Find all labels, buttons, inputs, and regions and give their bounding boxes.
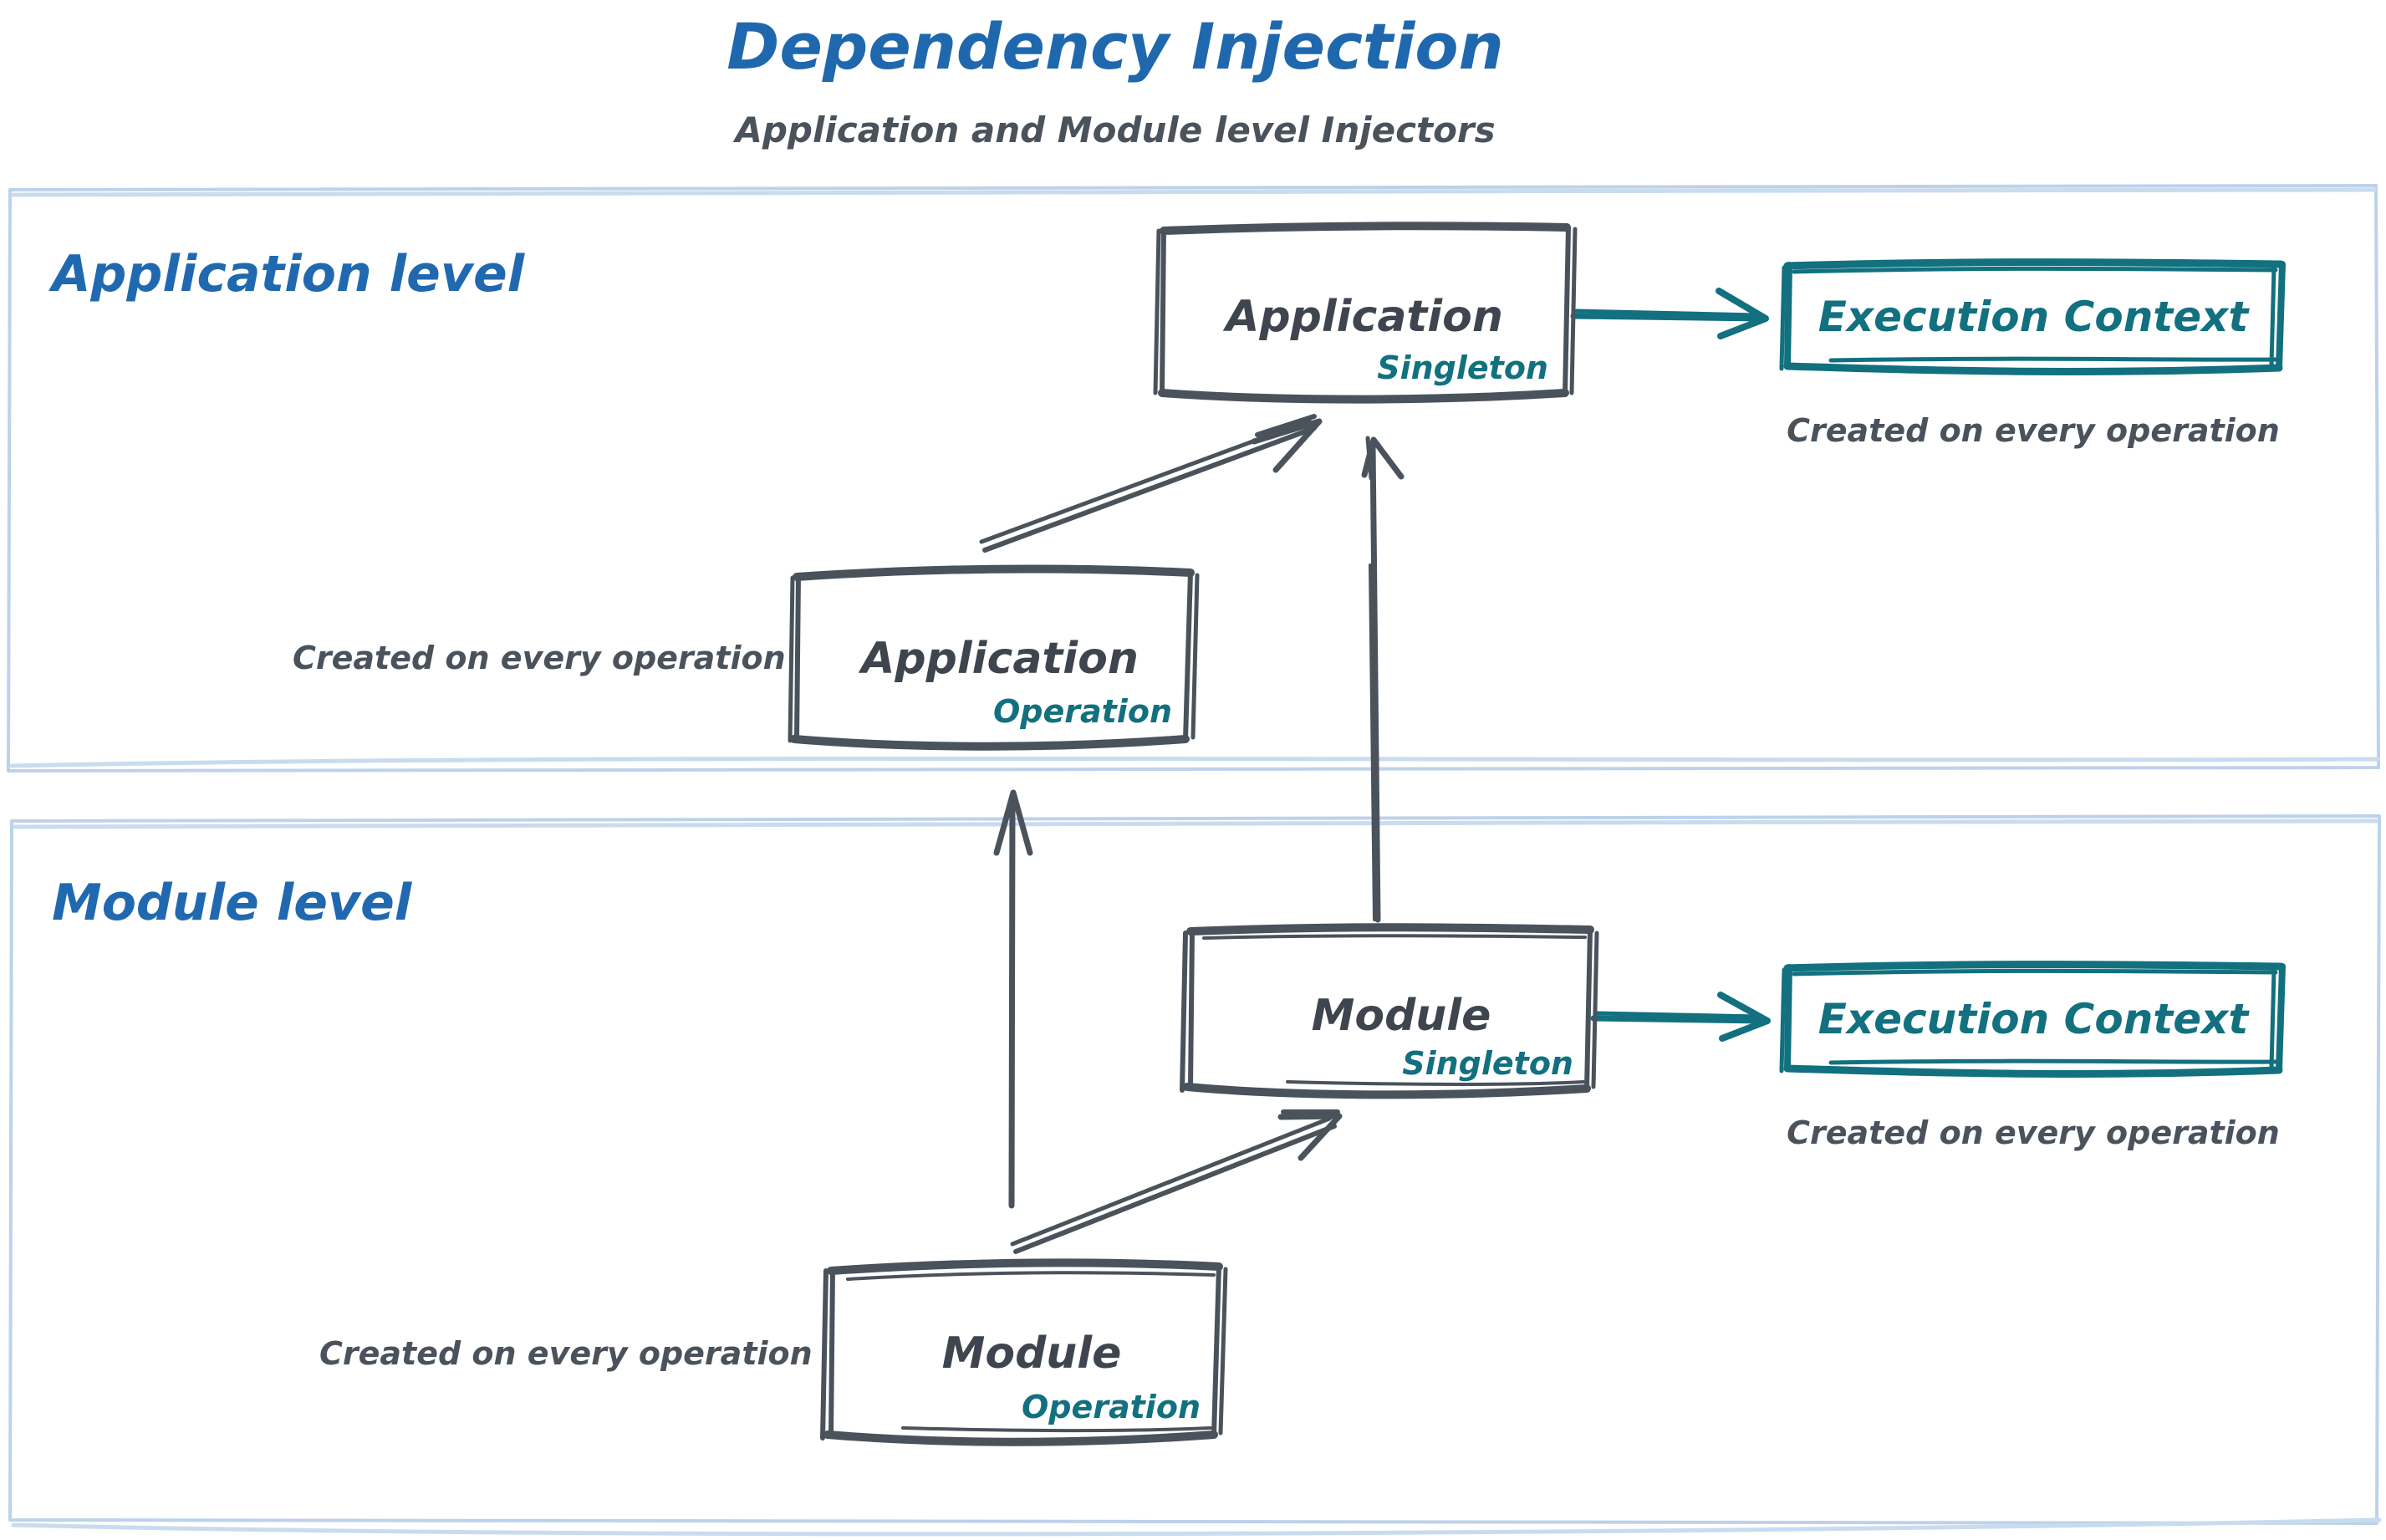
arrowhead-teal-module — [1717, 992, 1771, 1042]
module-level-border-sketch-bottom — [11, 1517, 2382, 1537]
edge-module-singleton-to-module-exec-context — [1590, 992, 1771, 1042]
application-level-border-sketch-top — [11, 187, 2377, 197]
application-execution-context-title: Execution Context — [1818, 293, 2251, 341]
edge-module-operation-to-module-singleton — [1010, 1109, 1343, 1254]
arrowhead-app-operation — [1251, 418, 1323, 473]
module-singleton-title: Module — [1312, 991, 1491, 1041]
module-level-border — [8, 814, 2381, 1525]
application-level-border — [7, 184, 2380, 773]
module-operation-caption: Created on every operation — [319, 1335, 813, 1372]
module-execution-context-title: Execution Context — [1818, 995, 2251, 1043]
node-application-execution-context[interactable]: Execution Context — [1779, 258, 2286, 375]
node-module-execution-context[interactable]: Execution Context — [1779, 961, 2286, 1078]
node-application-operation[interactable]: Application Operation — [788, 564, 1200, 751]
application-operation-scope: Operation — [993, 693, 1172, 730]
page-title: Dependency Injection — [727, 9, 1504, 84]
application-operation-title: Application — [858, 634, 1139, 684]
group-label-application-level: Application level — [48, 245, 526, 303]
application-singleton-title: Application — [1222, 292, 1503, 342]
edge-module-singleton-to-app-singleton — [1361, 436, 1405, 923]
arrowhead-module-operation — [1277, 1113, 1343, 1161]
group-label-module-level: Module level — [52, 874, 413, 932]
application-operation-caption: Created on every operation — [293, 640, 786, 676]
module-execution-context-caption: Created on every operation — [1787, 1114, 2280, 1151]
group-module-level — [8, 814, 2382, 1537]
node-module-operation[interactable]: Module Operation — [820, 1258, 1228, 1446]
application-execution-context-caption: Created on every operation — [1787, 412, 2280, 449]
page-subtitle: Application and Module level Injectors — [732, 110, 1495, 150]
application-level-border-sketch-bottom — [9, 756, 2380, 768]
arrowhead-app-operation-from-module — [993, 789, 1033, 856]
edge-module-operation-to-app-operation — [993, 789, 1033, 1209]
edge-app-operation-to-app-singleton — [979, 414, 1323, 553]
application-singleton-scope: Singleton — [1377, 349, 1548, 386]
module-operation-title: Module — [942, 1328, 1122, 1379]
node-application-singleton[interactable]: Application Singleton — [1153, 222, 1578, 404]
group-application-level — [7, 184, 2380, 773]
module-level-border-sketch-top — [13, 818, 2378, 829]
node-module-singleton[interactable]: Module Singleton — [1180, 923, 1599, 1099]
module-operation-scope: Operation — [1022, 1389, 1201, 1425]
arrowhead-module-singleton — [1361, 436, 1405, 480]
arrowhead-teal-app — [1716, 288, 1769, 339]
module-singleton-scope: Singleton — [1402, 1045, 1573, 1082]
edge-app-singleton-to-app-exec-context — [1570, 288, 1769, 339]
